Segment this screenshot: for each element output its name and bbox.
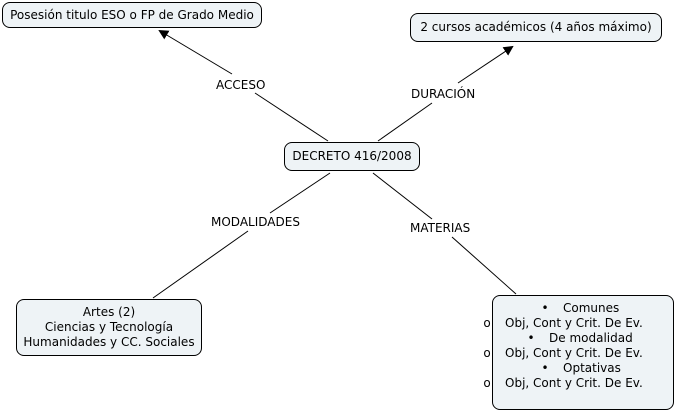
materias-line-upper	[372, 172, 433, 220]
modalidades-link-label: MODALIDADES	[211, 215, 300, 229]
circle-bullet-icon: o	[483, 376, 491, 390]
center-node[interactable]: DECRETO 416/2008	[284, 142, 420, 171]
modalidad-item: Artes (2)	[82, 305, 136, 319]
materias-link-label: MATERIAS	[410, 221, 471, 235]
center-node-text: DECRETO 416/2008	[292, 149, 412, 163]
acceso-link-label: ACCESO	[216, 78, 266, 92]
materia-subitem: o Obj, Cont y Crit. De Ev.	[475, 376, 669, 391]
materia-text: Obj, Cont y Crit. De Ev.	[505, 346, 643, 360]
bullet-icon: •	[527, 331, 535, 345]
modalidad-item: Humanidades y CC. Sociales	[23, 335, 195, 349]
acceso-node-text: Posesión titulo ESO o FP de Grado Medio	[10, 8, 254, 22]
duracion-node-text: 2 cursos académicos (4 años máximo)	[420, 20, 652, 34]
bullet-icon: •	[541, 361, 549, 375]
materia-text: Obj, Cont y Crit. De Ev.	[505, 316, 643, 330]
modalidad-item: Ciencias y Tecnología	[44, 320, 174, 334]
materia-text: Optativas	[563, 361, 621, 375]
materias-line-lower	[451, 236, 517, 295]
modalidades-line-upper	[269, 172, 331, 214]
modalidades-node[interactable]: Artes (2) Ciencias y Tecnología Humanida…	[16, 299, 202, 356]
materia-subitem: o Obj, Cont y Crit. De Ev.	[475, 346, 669, 361]
duracion-line-upper	[457, 45, 514, 84]
materia-text: Obj, Cont y Crit. De Ev.	[505, 376, 643, 390]
duracion-node[interactable]: 2 cursos académicos (4 años máximo)	[410, 13, 662, 42]
circle-bullet-icon: o	[483, 346, 491, 360]
modalidades-line-lower	[152, 230, 249, 299]
acceso-line-lower	[254, 92, 329, 142]
materia-subitem: o Obj, Cont y Crit. De Ev.	[475, 316, 669, 331]
materia-item: • Optativas	[493, 361, 669, 376]
materia-item: • Comunes	[493, 301, 669, 316]
materia-text: De modalidad	[549, 331, 633, 345]
materias-node[interactable]: • Comunes o Obj, Cont y Crit. De Ev. • D…	[483, 295, 674, 410]
materia-item: • De modalidad	[493, 331, 669, 346]
circle-bullet-icon: o	[483, 316, 491, 330]
materia-text: Comunes	[563, 301, 620, 315]
acceso-line-upper	[158, 29, 233, 75]
bullet-icon: •	[541, 301, 549, 315]
duracion-link-label: DURACIÓN	[411, 87, 476, 101]
duracion-line-lower	[377, 102, 433, 142]
acceso-node[interactable]: Posesión titulo ESO o FP de Grado Medio	[2, 2, 262, 28]
